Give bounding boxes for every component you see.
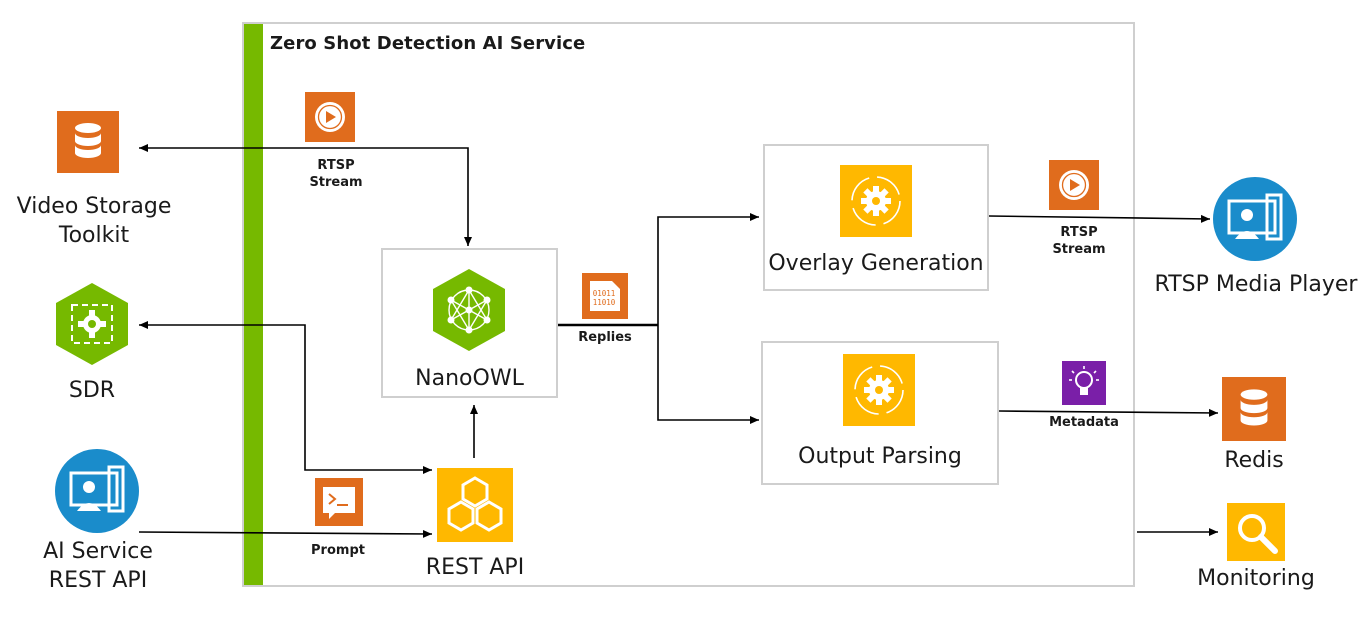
output-parsing-label: Output Parsing [798,444,962,469]
edge-overlay-rtsp-player [988,214,1211,223]
rtsp-stream-top-label: RTSP Stream [309,158,363,190]
edge-output-redis [998,408,1219,417]
svg-text:01011: 01011 [593,289,616,298]
nanoowl-label: NanoOWL [415,366,524,391]
edge-replies-output [657,325,759,424]
redis-label: Redis [1224,448,1284,473]
overlay-generation-label: Overlay Generation [768,251,984,276]
ai-service-label: AI Service REST API [43,539,153,593]
sdr-label: SDR [68,378,116,403]
replies-label: Replies [578,330,632,345]
edge-sdr-rest-api [139,324,432,474]
lightbulb-icon [1062,361,1106,405]
media-player-icon [1213,177,1297,261]
svg-text:11010: 11010 [593,298,616,307]
binary-file-icon: 01011 11010 [582,273,628,319]
rtsp-stream-right-label: RTSP Stream [1052,225,1106,257]
magnifier-icon [1227,503,1285,561]
terminal-prompt-icon [315,478,363,526]
video-storage-label: Video Storage Toolkit [16,194,172,248]
rtsp-player-label: RTSP Media Player [1154,272,1358,297]
edge-replies-overlay [657,213,759,325]
service-title: Zero Shot Detection AI Service [270,33,586,54]
service-accent-bar [244,24,263,585]
gear-cycle-icon [840,165,912,237]
metadata-label: Metadata [1049,415,1119,430]
sdr-hexagon-icon [56,283,128,365]
play-stream-icon [305,92,355,142]
neural-network-icon [433,269,505,351]
edge-ai-service-rest-api [138,529,433,538]
play-stream-icon [1049,160,1099,210]
edge-video-storage-nanoowl [139,147,472,246]
gear-cycle-icon [843,354,915,426]
api-cubes-icon [437,468,513,542]
prompt-label: Prompt [311,543,365,558]
rest-api-label: REST API [425,555,525,580]
redis-database-icon [1222,377,1286,441]
monitoring-label: Monitoring [1197,566,1315,591]
presenter-screen-icon [55,449,139,533]
database-icon [57,111,119,173]
